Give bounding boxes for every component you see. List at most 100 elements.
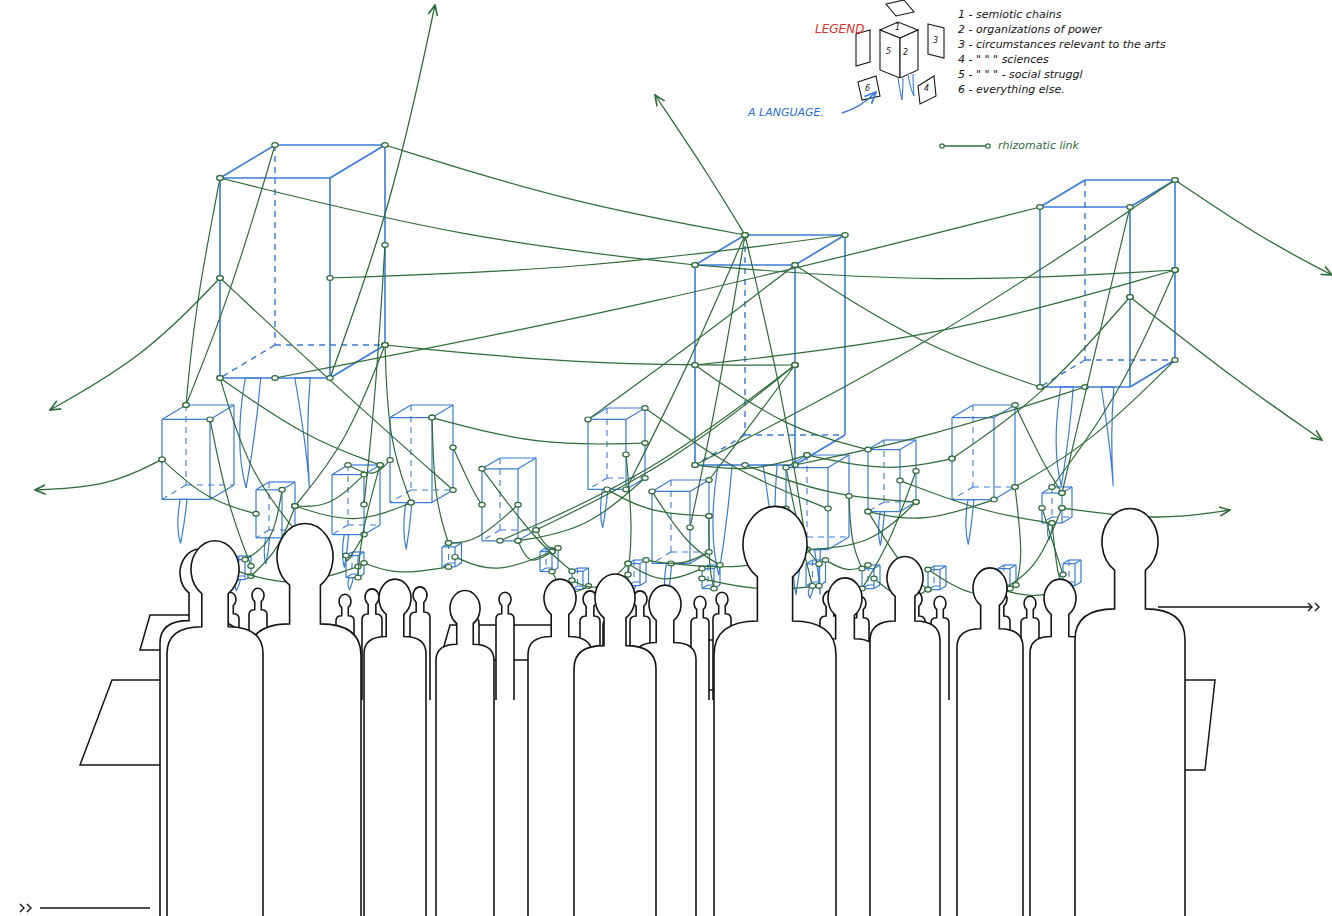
person-silhouette <box>364 579 426 916</box>
rhizomatic-link <box>807 455 952 467</box>
link-node <box>533 528 539 533</box>
cube-hidden-edge <box>256 530 269 538</box>
cube-edge <box>540 548 546 552</box>
link-node <box>692 363 698 368</box>
cube-hidden-edge <box>186 484 234 485</box>
link-node <box>925 567 931 572</box>
cube-hidden-edge <box>807 536 849 537</box>
link-node <box>515 538 521 543</box>
rhizomatic-link <box>695 180 1175 465</box>
cube-edge <box>945 566 946 586</box>
link-node <box>623 452 629 457</box>
rhizomatic-link <box>449 505 519 543</box>
link-node <box>382 343 388 348</box>
cube-edge <box>645 560 646 582</box>
cube-edge <box>275 144 385 146</box>
link-node <box>642 441 648 446</box>
rhizomatic-link <box>745 235 807 550</box>
face-number: 1 <box>895 23 900 33</box>
link-node <box>692 263 698 268</box>
link-node <box>1037 385 1043 390</box>
link-node <box>687 525 693 530</box>
cube-edge <box>1071 487 1072 517</box>
cube-hidden-edge <box>162 485 186 499</box>
cube-hidden-edge <box>220 345 275 378</box>
rhizomatic-link <box>220 178 695 265</box>
cube <box>806 560 826 598</box>
rhizomatic-link <box>364 563 449 572</box>
link-node <box>816 584 822 589</box>
link-node <box>408 500 414 505</box>
link-node <box>555 546 561 551</box>
link-node <box>804 453 810 458</box>
link-node <box>842 233 848 238</box>
cube-edge <box>411 404 453 405</box>
link-node <box>865 509 871 514</box>
rhizomatic-link <box>1062 207 1130 493</box>
link-node <box>792 363 798 368</box>
cube-edge <box>518 458 536 469</box>
cube-hidden-edge <box>633 560 634 582</box>
link-node <box>717 563 723 568</box>
link-node <box>217 276 223 281</box>
cube-hidden-edge <box>411 489 453 490</box>
person-silhouette <box>1075 509 1185 916</box>
rhizomatic-link <box>220 278 453 490</box>
cube-hidden-edge <box>745 434 845 435</box>
rhizomatic-link <box>186 145 275 405</box>
cube-hidden-edge <box>268 482 269 530</box>
link-node <box>569 578 575 583</box>
link-node <box>248 564 254 569</box>
rhizomatic-link <box>868 500 994 519</box>
link-node <box>925 587 931 592</box>
cube-edge <box>1080 560 1081 582</box>
rhizomatic-link <box>645 408 828 509</box>
outgoing-link <box>50 278 220 410</box>
rhizomatic-link <box>330 235 845 278</box>
rhizomatic-link <box>536 530 558 548</box>
rhizomatic-link <box>275 207 1040 378</box>
rhizomatic-link <box>364 245 385 505</box>
link-node <box>642 476 648 481</box>
cube-hidden-edge <box>813 581 826 582</box>
person-silhouette <box>714 506 836 916</box>
cube-hidden-edge <box>972 405 973 487</box>
cube-hidden-edge <box>606 408 607 478</box>
link-node <box>377 463 383 468</box>
cube-hidden-edge <box>973 486 1015 487</box>
legend-line-end <box>986 144 990 148</box>
rhizomatic-link <box>295 475 364 507</box>
cube-edge <box>805 564 806 586</box>
link-node <box>183 403 189 408</box>
link-node <box>292 504 298 509</box>
rhizomatic-link <box>900 481 1052 523</box>
cube-edge <box>998 565 1004 569</box>
link-node <box>327 376 333 381</box>
cube-hidden-edge <box>1068 560 1069 582</box>
cube-hidden-edge <box>545 548 546 568</box>
link-node <box>804 453 810 458</box>
cube-hidden-edge <box>934 585 946 586</box>
link-node <box>699 566 705 571</box>
link-node <box>742 233 748 238</box>
cube-tail <box>898 78 903 100</box>
cube-face <box>928 24 944 58</box>
link-node <box>253 511 259 516</box>
link-node <box>1127 295 1133 300</box>
link-node <box>822 558 828 563</box>
link-node <box>1127 295 1133 300</box>
link-node <box>1172 178 1178 183</box>
cube-edge <box>868 449 900 450</box>
rhizomatic-link <box>518 541 552 560</box>
cube-tail <box>1056 387 1073 486</box>
link-node <box>699 576 705 581</box>
chevron <box>1315 603 1319 611</box>
rhizomatic-link <box>432 418 449 543</box>
face-number: 4 <box>924 84 929 94</box>
link-node <box>692 263 698 268</box>
person-silhouette <box>870 557 940 916</box>
link-node <box>585 417 591 422</box>
cube-edge <box>379 465 380 525</box>
cube-edge <box>1010 565 1016 569</box>
link-node <box>382 343 388 348</box>
